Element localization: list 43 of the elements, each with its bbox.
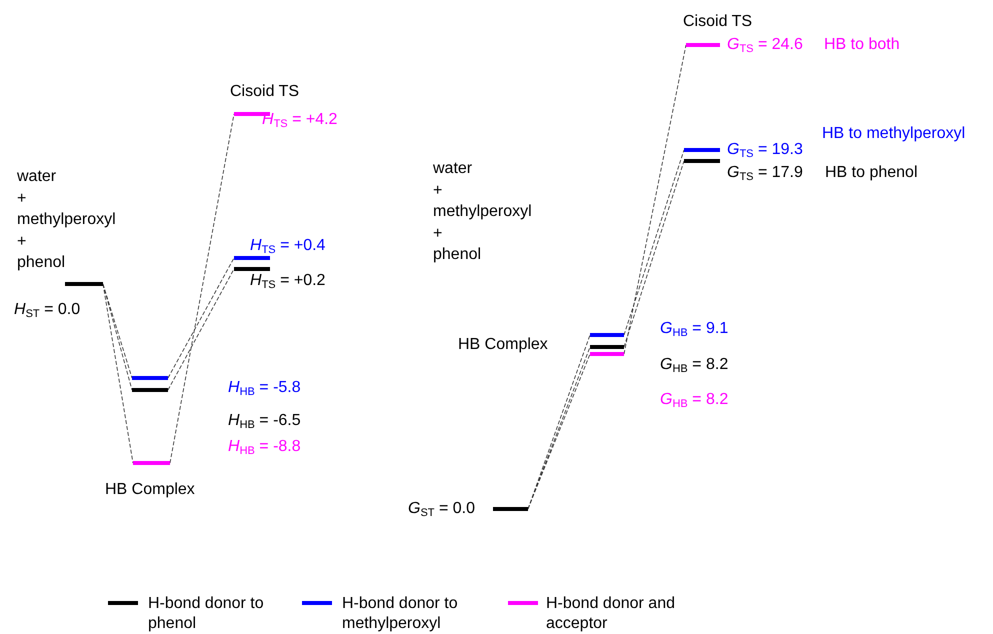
energy-level-bar [133,461,170,465]
level-label: HB to methylperoxyl [822,124,966,144]
energy-level-bar [132,376,168,380]
energy-value: G$_{TS}$ = 17.9 [727,163,803,182]
energy-value: G$_{ST}$ = 0.0 [408,499,475,518]
energy-level-bar [684,148,720,152]
state-label: HB Complex [105,480,195,500]
energy-level-bar [132,388,168,392]
dashed-connector [624,44,686,354]
energy-value: H$_{TS}$ = +0.2 [250,271,326,290]
energy-level-bar [590,345,624,349]
energy-level-bar [684,159,720,163]
state-label: H$_{HB}$ = -6.5 [228,411,301,430]
level-label: HB to both [824,35,900,54]
energy-value: G$_{TS}$ = 19.3 [727,140,803,160]
energy-value: G$_{HB}$ = 9.1 [660,319,728,338]
dashed-connector [168,268,234,390]
dashed-connector [170,114,234,464]
energy-value: H$_{HB}$ = -8.8 [228,437,301,456]
level-label: HB to phenol [825,163,918,182]
dashed-connector [168,258,234,378]
state-label: HB Complex [458,335,548,354]
energy-value: H$_{TS}$ = +0.4 [250,236,326,256]
reactants-label: water + methylperoxyl + phenol [433,159,532,265]
dashed-connector [102,284,134,464]
energy-level-bar [686,43,720,47]
energy-level-bar [234,267,270,271]
energy-level-bar [590,333,624,337]
energy-value: G$_{TS}$ = 24.6 [727,35,803,54]
energy-value: H$_{HB}$ = -5.8 [228,378,301,398]
reactants-label: water + methylperoxyl + phenol [17,167,116,273]
legend-text: H-bond donor to phenol [148,594,265,634]
legend-text: H-bond donor to methylperoxyl [342,594,459,634]
energy-value: G$_{HB}$ = 8.2 [660,390,728,410]
energy-value: H$_{ST}$ = 0.0 [14,300,80,320]
state-label: Cisoid TS [683,12,752,32]
energy-value: G$_{HB}$ = 8.2 [660,355,728,374]
legend-text: H-bond donor and acceptor [546,594,676,634]
state-label: Cisoid TS [230,82,300,102]
energy-level-bar [65,282,103,286]
energy-level-bar [234,256,270,260]
energy-level-bar [493,507,528,511]
energy-level-bar [590,352,624,356]
